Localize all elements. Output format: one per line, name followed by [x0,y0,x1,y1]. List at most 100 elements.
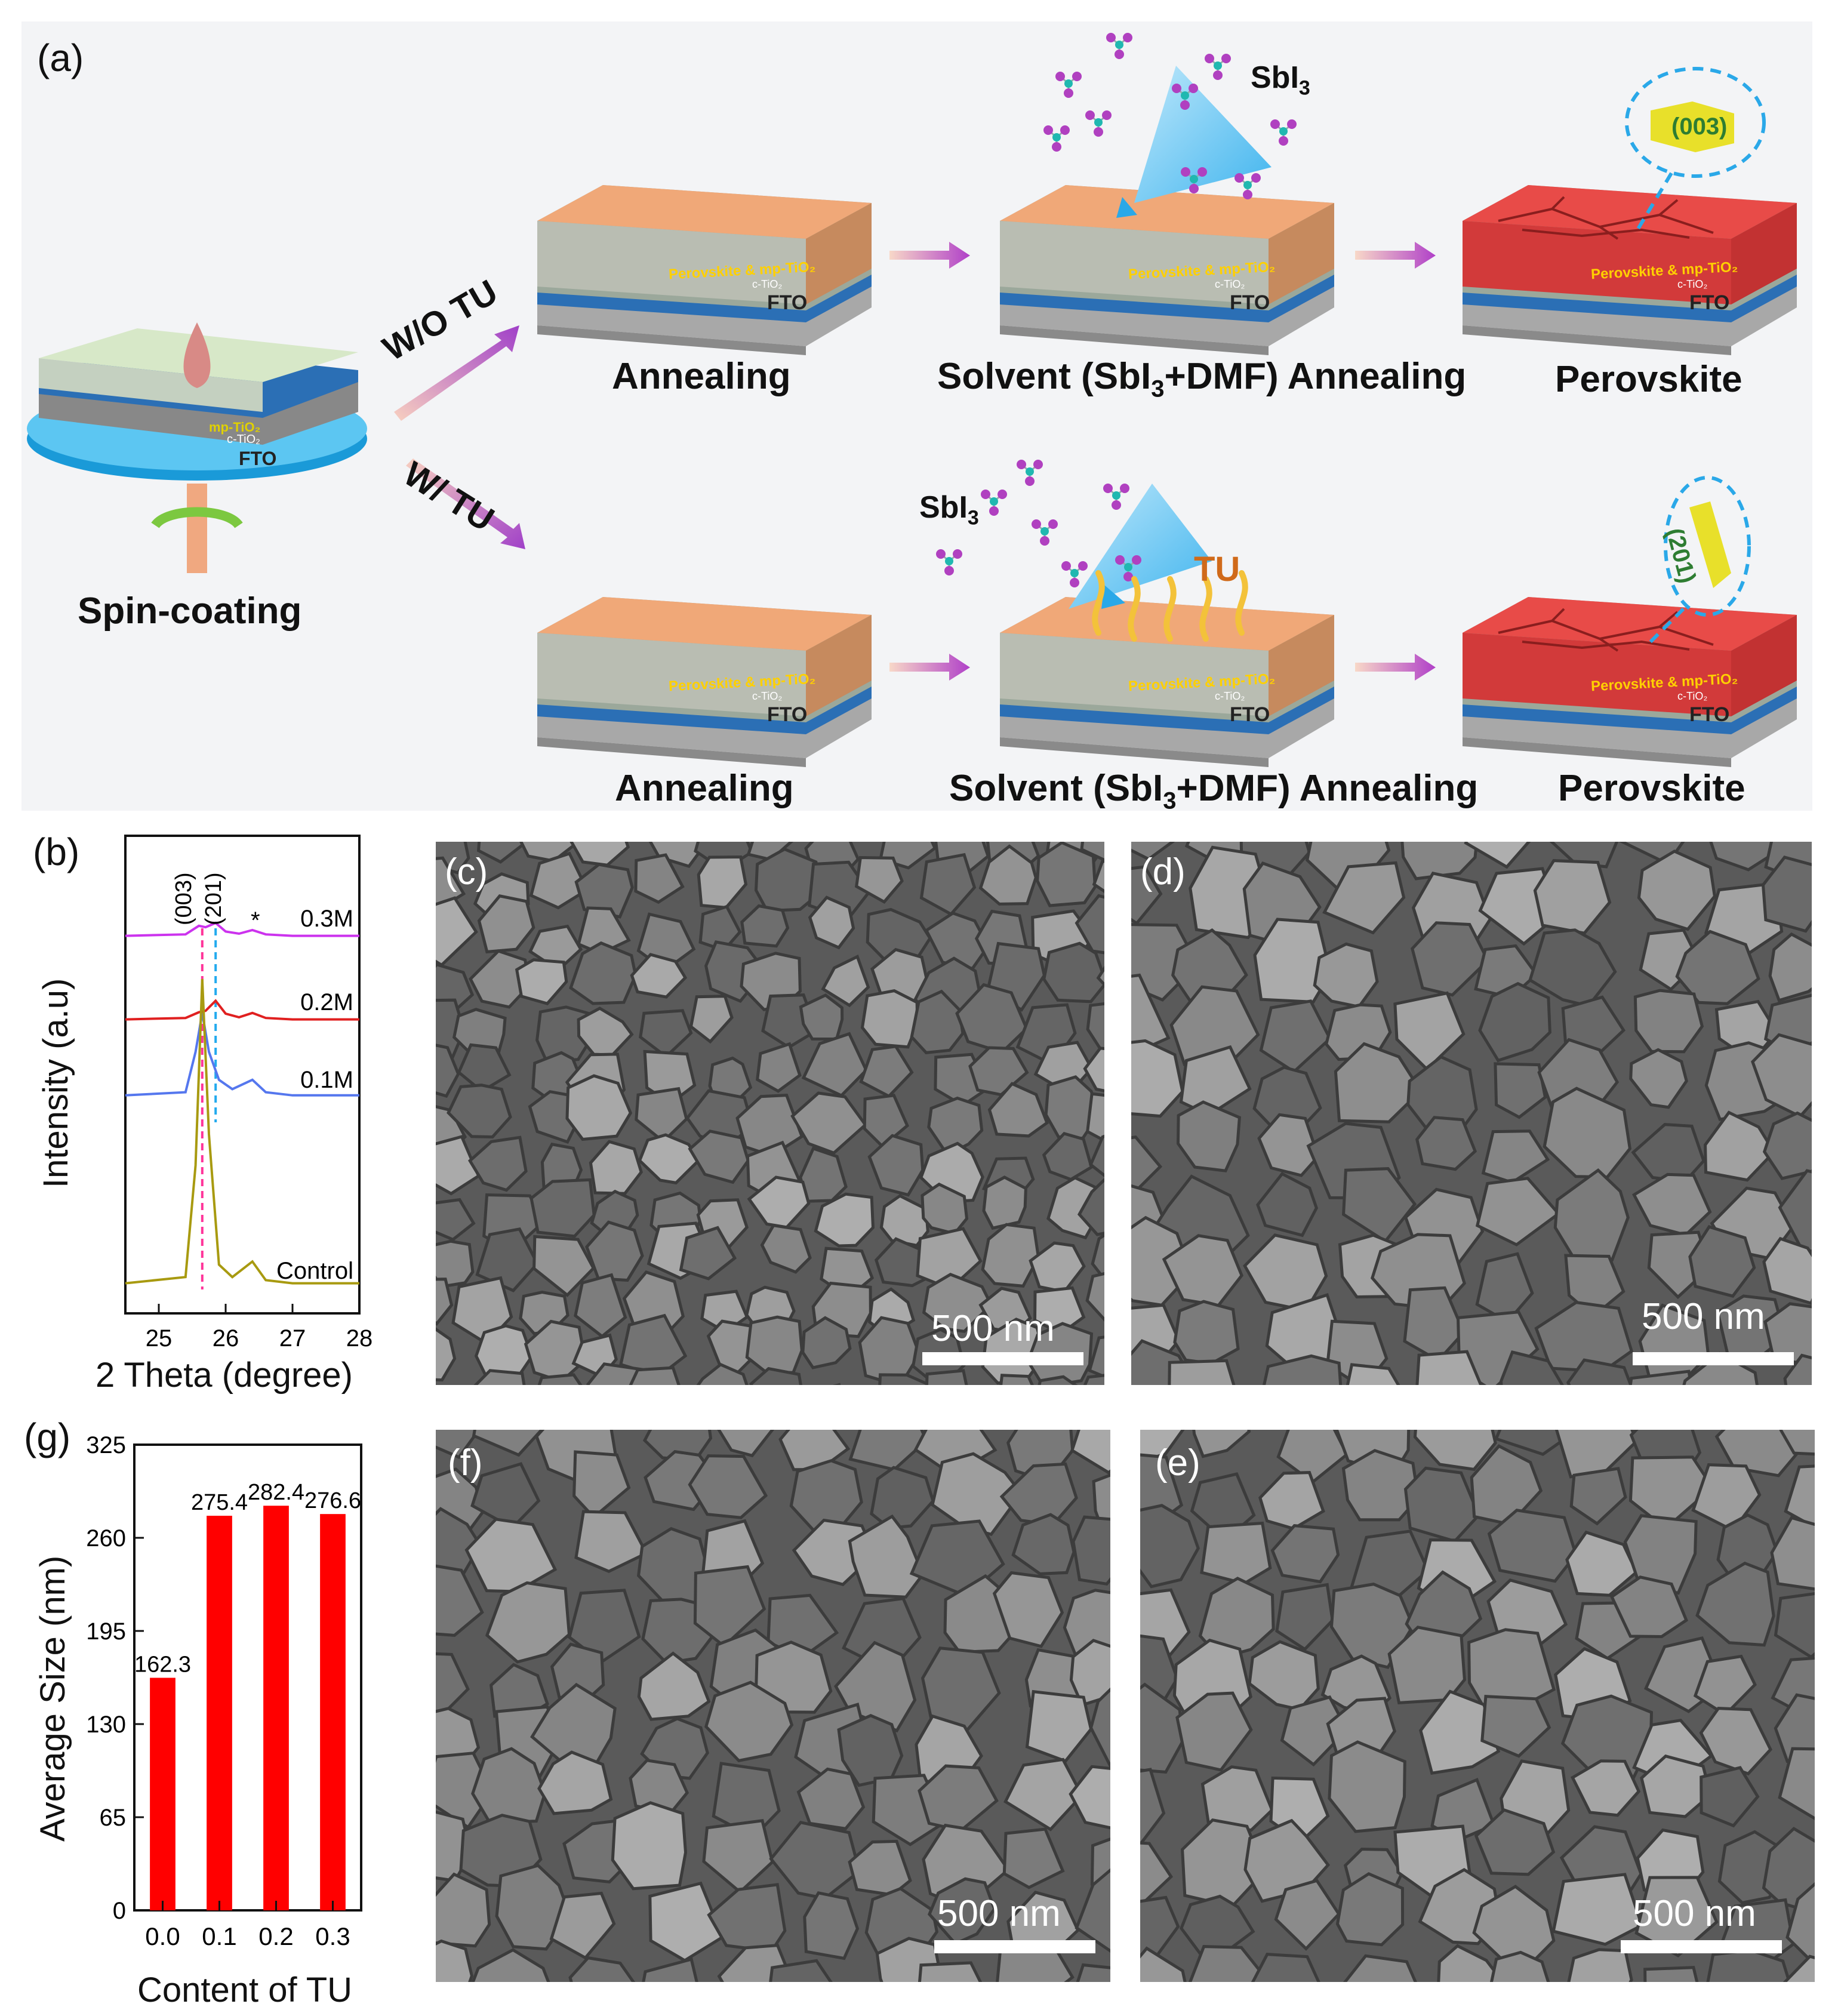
spin-mptio2-label: mp-TiO₂ [209,420,261,435]
top-step-solvent-annealing: Solvent (SbI3+DMF) Annealing [937,356,1467,402]
sem-grain [859,1045,914,1098]
sem-grain [814,1192,875,1248]
sem-grain [1002,1827,1065,1889]
sem-grain [436,1430,481,1460]
sem-image-f [436,1430,1110,1982]
sem-grain [1633,989,1704,1054]
sem-grain [1623,1514,1698,1595]
sem-grain [1675,929,1760,1005]
xrd-x-tick-label: 26 [213,1325,239,1352]
bar-mark [320,1514,346,1910]
sem-c-scale-bar [922,1352,1083,1365]
sem-grain [1464,842,1531,869]
sem-e-label: (e) [1155,1442,1200,1483]
sem-grains-d [1131,842,1812,1385]
tu-label: TU [1194,550,1240,589]
sem-grain [1083,1374,1104,1385]
sem-grain [704,1680,794,1763]
fto-label-bottom-1: FTO [767,703,808,726]
sem-grain [1072,1515,1110,1586]
sem-grain [702,1819,774,1894]
sem-grain [549,1891,616,1960]
sem-grain [1682,1352,1759,1385]
spin-coating-label: Spin-coating [78,590,302,632]
sem-grains-e [1140,1430,1815,1982]
sem-grain [1025,1689,1093,1763]
sem-grain [1566,1358,1633,1385]
sem-grain [1569,1467,1627,1526]
sem-grain [1280,1695,1349,1767]
sem-grain [1500,1350,1564,1385]
sem-grain [436,1751,494,1830]
sem-grain [910,989,965,1055]
sem-image-c [436,842,1104,1385]
sem-grain [1784,1464,1815,1529]
sem-grain [1176,1100,1242,1172]
sem-grain [1200,1765,1274,1832]
sem-grain [858,1316,921,1385]
sem-grain [1003,1758,1084,1832]
sem-c-label: (c) [445,851,488,892]
bar-category-label: 0.1 [202,1922,236,1950]
sem-grain [1346,1363,1400,1385]
sem-grain [1011,1513,1076,1575]
sem-grain [1343,1954,1417,1982]
sem-grain [878,1373,931,1385]
sem-grain [1533,859,1612,935]
sem-grain [1640,1754,1713,1818]
sem-grain [436,1564,484,1637]
sem-e-scale-bar [1621,1940,1782,1953]
xrd-series-line [125,999,359,1021]
sem-grain [1036,842,1097,907]
size-bar-chart: 0651301952603250.0162.30.1275.40.2282.40… [86,1432,362,1950]
sem-grain [1192,1430,1251,1458]
sem-grain [867,1134,925,1197]
sem-grain [1714,1430,1802,1478]
sem-grain [1329,1583,1415,1669]
sem-grain [1474,1808,1556,1876]
sem-grain [1341,1449,1420,1522]
sem-grain [436,1135,481,1196]
sem-grain [1709,842,1785,872]
sem-grain [1131,842,1175,861]
sem-grain [475,1227,540,1292]
sem-d-scale-bar [1633,1352,1794,1365]
sem-grain [1085,1272,1104,1322]
sem-grain [1038,1375,1078,1385]
sem-grain [472,1430,544,1457]
sem-grain [1779,1430,1815,1456]
sem-grain [1467,1628,1556,1708]
ctio2-label-top-2: c-TiO₂ [1215,278,1245,290]
sem-grain [1415,1350,1483,1385]
sem-grain [1253,918,1332,1004]
sem-grain [927,1096,984,1157]
sem-grain [648,842,709,869]
xrd-peak-label-003: (003) [171,872,196,925]
sem-grain [1688,1225,1756,1298]
sem-grain [1270,1524,1340,1584]
sem-grain [1173,1300,1240,1365]
sem-grain [1092,860,1104,894]
sem-grains-f [436,1430,1110,1982]
sem-grain [754,847,823,913]
sem-grain [1259,999,1332,1074]
sem-grain [436,856,466,913]
sem-f-scale-bar [934,1940,1095,1953]
sem-grain [569,941,638,1005]
spin-fto-label: FTO [239,448,277,469]
sem-grain [529,851,589,910]
sem-grain [1070,1430,1110,1475]
bar-y-tick-label: 325 [86,1432,126,1458]
bar-y-tick-label: 130 [86,1712,126,1738]
sem-grain [1609,1575,1688,1639]
sem-grain [1140,1946,1187,1982]
sem-grain [1075,894,1104,955]
sem-grain [537,1373,583,1385]
sem-grain [485,1581,571,1664]
bar-x-axis-title: Content of TU [137,1971,353,2009]
sem-grain [1695,1561,1775,1647]
sem-grain [1413,1430,1497,1471]
sem-grain [1629,1048,1688,1109]
sem-grain [808,895,855,950]
panel-b-label: (b) [33,830,80,873]
